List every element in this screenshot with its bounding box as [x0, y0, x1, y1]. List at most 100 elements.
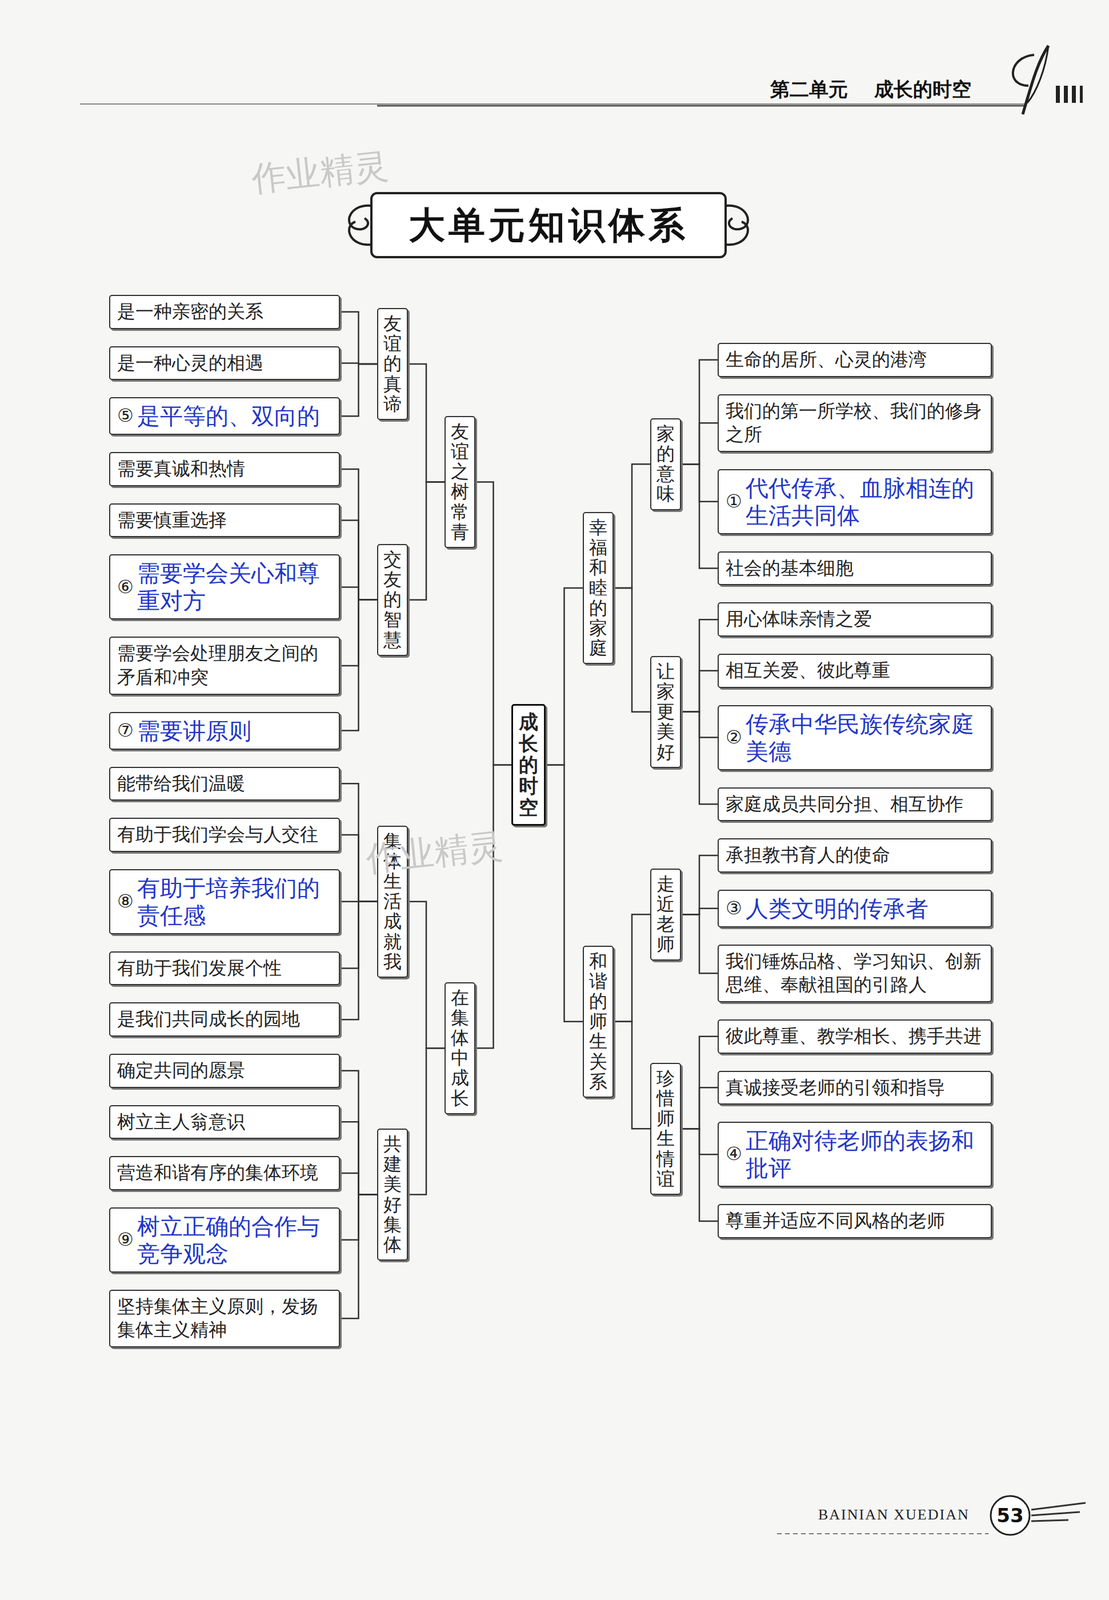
knowledge-box: ①代代传承、血脉相连的生活共同体 — [717, 469, 992, 535]
knowledge-box: 能带给我们温暖 — [109, 766, 340, 802]
node-text: 尊重并适应不同风格的老师 — [725, 1208, 984, 1233]
tree-connector — [613, 914, 651, 1022]
node-text: 是我们共同成长的园地 — [117, 1007, 332, 1032]
node-text: 坚持集体主义原则，发扬集体主义精神 — [117, 1294, 332, 1343]
tree-connector — [475, 765, 512, 1048]
tree-connector — [407, 481, 445, 600]
knowledge-box: 坚持集体主义原则，发扬集体主义精神 — [109, 1289, 340, 1348]
knowledge-box: 树立主人翁意识 — [109, 1105, 340, 1140]
knowledge-box: 真诚接受老师的引领和指导 — [717, 1070, 992, 1106]
tree-connector — [339, 1194, 378, 1319]
blank-number: ④ — [725, 1142, 743, 1167]
blank-number: ⑨ — [117, 1227, 134, 1252]
topic-box: 家的意味 — [650, 418, 682, 511]
blank-number: ⑤ — [117, 403, 134, 428]
handwritten-answer: 需要学会关心和尊重对方 — [137, 559, 332, 615]
knowledge-box: ⑤是平等的、双向的 — [109, 397, 340, 435]
knowledge-box: 生命的居所、心灵的港湾 — [717, 342, 992, 378]
node-text: 是一种亲密的关系 — [117, 299, 332, 324]
topic-box: 友谊的真谛 — [377, 307, 408, 420]
tree-connector — [613, 1021, 651, 1129]
topic-text: 成长的时空 — [518, 711, 539, 819]
tree-connector — [339, 901, 378, 1020]
topic-text: 走近老师 — [656, 874, 675, 955]
tree-connector — [613, 463, 651, 588]
knowledge-box: 是一种亲密的关系 — [109, 294, 340, 330]
knowledge-box: ⑥需要学会关心和尊重对方 — [109, 554, 340, 620]
node-text: 我们的第一所学校、我们的修身之所 — [725, 399, 984, 447]
blank-number: ① — [725, 489, 743, 514]
node-text: 真诚接受老师的引领和指导 — [725, 1075, 984, 1100]
title-frame — [349, 193, 748, 258]
blank-number: ② — [725, 725, 743, 750]
blank-number: ⑦ — [117, 718, 134, 743]
topic-box: 珍惜师生情谊 — [650, 1062, 682, 1195]
node-text: 树立主人翁意识 — [117, 1110, 332, 1135]
handwritten-answer: 正确对待老师的表扬和批评 — [745, 1126, 984, 1182]
tree-connector — [339, 599, 378, 731]
topic-text: 珍惜师生情谊 — [656, 1068, 675, 1189]
node-text: 有助于我们发展个性 — [117, 956, 332, 981]
knowledge-box: 需要真诚和热情 — [109, 451, 340, 487]
topic-box: 交友的智慧 — [377, 543, 408, 656]
blank-number: ⑥ — [117, 575, 134, 600]
knowledge-box: ⑦需要讲原则 — [109, 711, 340, 750]
topic-text: 共建美好集体 — [383, 1134, 402, 1255]
topic-text: 让家更美好 — [656, 661, 675, 763]
tree-connector — [681, 1128, 718, 1221]
knowledge-box: ④正确对待老师的表扬和批评 — [717, 1121, 992, 1187]
header-bars — [1055, 85, 1083, 103]
knowledge-box: 社会的基本细胞 — [717, 551, 992, 586]
node-text: 需要学会处理朋友之间的矛盾和冲突 — [117, 641, 332, 690]
topic-text: 交友的智慧 — [383, 549, 402, 651]
tree-connector — [339, 586, 378, 600]
knowledge-box: 我们的第一所学校、我们的修身之所 — [717, 394, 992, 452]
tree-connector — [545, 765, 583, 1022]
tree-connector — [339, 469, 378, 600]
tree-connector — [339, 311, 378, 364]
tree-connector — [681, 908, 718, 915]
tree-connector — [681, 670, 718, 712]
node-text: 用心体味亲情之爱 — [725, 607, 984, 632]
tree-connector — [475, 481, 512, 765]
blank-number: ⑧ — [117, 889, 134, 914]
topic-text: 在集体中成长 — [450, 987, 470, 1109]
handwritten-answer: 代代传承、血脉相连的生活共同体 — [745, 474, 984, 530]
node-text: 生命的居所、心灵的港湾 — [725, 347, 984, 372]
topic-box: 让家更美好 — [650, 655, 682, 768]
page-number: 53 — [996, 1503, 1024, 1527]
knowledge-box: 营造和谐有序的集体环境 — [109, 1155, 340, 1191]
knowledge-box: 相互关爱、彼此尊重 — [717, 653, 992, 688]
knowledge-box: 确定共同的愿景 — [109, 1053, 340, 1088]
diagram-title: 大单元知识体系 — [408, 200, 689, 251]
node-text: 社会的基本细胞 — [725, 556, 984, 581]
topic-box: 在集体中成长 — [444, 982, 476, 1115]
knowledge-box: 有助于我们发展个性 — [109, 951, 340, 986]
header-rule — [377, 105, 1026, 107]
topic-box: 友谊之树常青 — [444, 415, 476, 548]
node-text: 我们锤炼品格、学习知识、创新思维、奉献祖国的引路人 — [725, 949, 984, 998]
tree-connector — [339, 1121, 378, 1195]
tree-connector — [545, 587, 583, 766]
tree-connector — [681, 1087, 718, 1129]
topic-text: 友谊的真谛 — [383, 313, 402, 415]
handwritten-answer: 传承中华民族传统家庭美德 — [745, 710, 984, 766]
root-topic-box: 成长的时空 — [511, 703, 546, 826]
footer-dashed-rule — [777, 1532, 989, 1535]
topic-text: 和谐的师生关系 — [589, 951, 608, 1092]
speed-lines — [1031, 1502, 1086, 1521]
topic-text: 家的意味 — [656, 423, 675, 505]
blank-number: ③ — [725, 896, 743, 921]
node-text: 确定共同的愿景 — [117, 1058, 332, 1083]
knowledge-box: 家庭成员共同分担、相互协作 — [717, 787, 992, 822]
tree-connector — [681, 619, 718, 712]
knowledge-box: 需要慎重选择 — [109, 503, 340, 538]
tree-connector — [613, 587, 651, 712]
node-text: 家庭成员共同分担、相互协作 — [725, 792, 984, 817]
knowledge-box: ②传承中华民族传统家庭美德 — [717, 705, 992, 771]
node-text: 是一种心灵的相遇 — [117, 351, 332, 376]
tree-connector — [681, 914, 718, 974]
knowledge-box: 尊重并适应不同风格的老师 — [717, 1203, 992, 1239]
tree-connector — [407, 1047, 445, 1195]
watermark: 作业精灵 — [249, 142, 391, 204]
